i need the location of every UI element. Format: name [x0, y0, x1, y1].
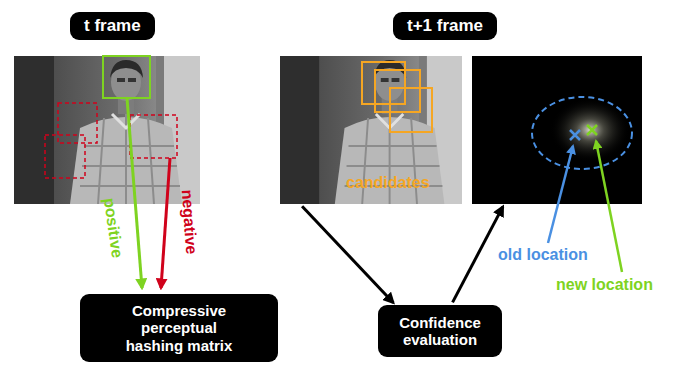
positive-box [103, 56, 150, 98]
candidate-box [375, 70, 420, 112]
negative-label: negative [178, 189, 200, 255]
new-location-pointer [596, 141, 622, 272]
flow-arrow [453, 207, 503, 303]
video-frame [280, 56, 462, 204]
process-box: Confidence evaluation [378, 305, 502, 357]
confidence-glow [550, 98, 630, 162]
location-label: old location [498, 246, 588, 264]
candidate-box [390, 88, 432, 132]
node-text: t frame [84, 16, 141, 36]
node-text: t+1 frame [407, 16, 483, 36]
new-location-mark [587, 125, 597, 135]
negative-box [58, 103, 97, 143]
negative-box [45, 135, 85, 178]
positive-arrow [127, 98, 142, 288]
old-location-pointer [548, 146, 573, 243]
confidence-frame: old locationnew location [472, 56, 642, 204]
node-text: Confidence evaluation [386, 314, 494, 349]
candidate-label: candidates [346, 174, 430, 192]
search-region [532, 97, 632, 169]
candidate-box [362, 62, 405, 104]
video-frame [14, 56, 200, 204]
flow-arrow [302, 206, 393, 303]
old-location-mark [570, 130, 580, 140]
process-box: Compressive perceptual hashing matrix [80, 294, 278, 362]
frame-label: t+1 frame [393, 12, 497, 40]
negative-arrow [161, 158, 170, 288]
frame-label: t frame [70, 12, 155, 40]
negative-box [130, 115, 177, 158]
node-text: Compressive perceptual hashing matrix [112, 302, 247, 354]
confidence-map [472, 56, 642, 204]
location-label: new location [556, 276, 653, 294]
candidate-frame: candidates [280, 56, 462, 204]
positive-label: positive [100, 197, 126, 259]
